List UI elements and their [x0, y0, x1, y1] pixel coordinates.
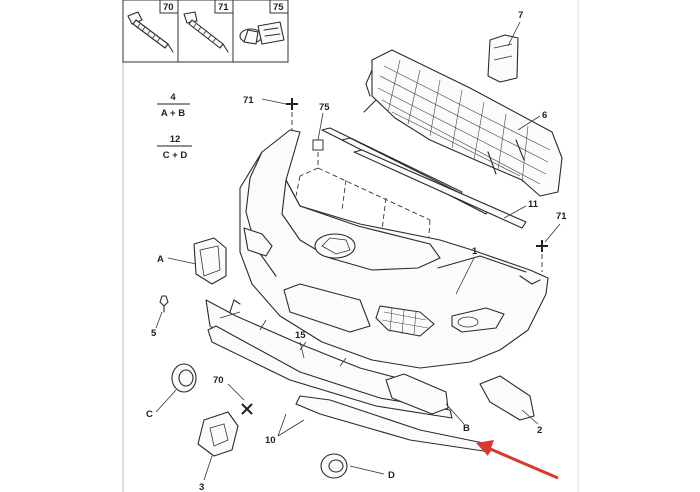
part-1-bumper-cover	[239, 129, 549, 369]
leader-5	[155, 311, 163, 329]
callout-c: C	[146, 409, 153, 420]
screw-marker-icon	[241, 403, 253, 415]
callout-15: 15	[295, 330, 306, 341]
leader-c	[155, 389, 177, 413]
hardware-box: 70 71 75	[122, 0, 289, 63]
leader-b	[445, 403, 465, 425]
leader-10	[277, 413, 305, 437]
callout-71-left: 71	[243, 95, 254, 106]
callout-b: B	[463, 423, 470, 434]
leader-71-left	[261, 98, 287, 105]
part-11-trim-strips	[321, 127, 527, 229]
screw-marker-icon	[286, 98, 298, 110]
push-clip-icon	[239, 21, 285, 45]
leader-3	[203, 455, 213, 481]
kit-ref-4: 4 A + B	[157, 92, 190, 119]
callout-75: 75	[319, 102, 330, 113]
highlight-arrow-icon	[476, 440, 559, 480]
leader-75	[317, 112, 324, 141]
screw-icon	[127, 11, 174, 53]
callout-3: 3	[199, 482, 204, 492]
callout-5: 5	[151, 328, 157, 339]
callout-2: 2	[537, 425, 542, 436]
screw-marker-icon	[536, 240, 548, 252]
callout-d: D	[388, 470, 395, 481]
leader-d	[349, 465, 385, 475]
clip-marker-icon	[312, 139, 324, 151]
part-a-left-insert	[193, 237, 227, 285]
callout-7: 7	[518, 10, 523, 21]
clip-dashed-lines	[295, 152, 431, 251]
part-7-bracket	[487, 34, 519, 83]
kit-ref-number: 4	[170, 92, 176, 103]
lion-badge-icon	[314, 233, 356, 259]
leader-1	[455, 257, 475, 295]
hardware-label-71: 71	[218, 2, 229, 13]
leader-70	[227, 383, 245, 401]
kit-ref-12: 12 C + D	[157, 134, 192, 161]
part-2-right-trim	[479, 375, 535, 421]
kit-ref-letters: A + B	[161, 108, 185, 119]
leader-2	[521, 409, 539, 425]
leader-7	[507, 21, 521, 47]
leader-11	[503, 205, 527, 219]
part-5-clip	[159, 295, 169, 313]
leader-15	[299, 341, 305, 359]
callout-6: 6	[542, 110, 547, 121]
kit-ref-number: 12	[170, 134, 181, 145]
kit-ref-letters: C + D	[163, 150, 188, 161]
screw-icon	[183, 11, 229, 53]
part-d-ring	[320, 453, 348, 479]
callout-10: 10	[265, 435, 276, 446]
callout-1: 1	[472, 246, 478, 257]
part-3-badge	[197, 411, 239, 457]
hardware-label-75: 75	[273, 2, 284, 13]
leader-6	[517, 115, 541, 131]
callout-11: 11	[528, 199, 539, 210]
callout-70: 70	[213, 375, 224, 386]
part-b-right-insert	[385, 373, 449, 415]
leader-a	[167, 257, 197, 265]
callout-a: A	[157, 254, 164, 265]
callout-71-right: 71	[556, 211, 567, 222]
leader-71-right	[544, 223, 561, 243]
part-6-grille	[363, 49, 563, 197]
part-c-ring	[171, 363, 197, 393]
hardware-label-70: 70	[163, 2, 174, 13]
